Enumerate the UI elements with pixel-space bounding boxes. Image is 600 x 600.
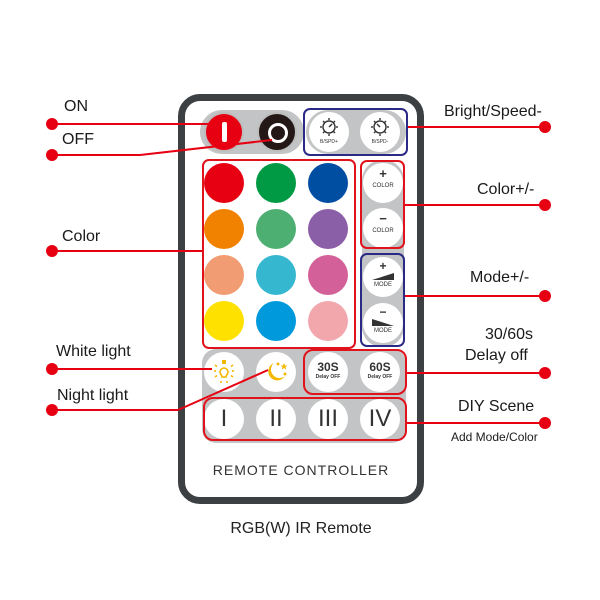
on-button[interactable] <box>204 112 244 152</box>
mode-up-label: MODE <box>374 282 392 288</box>
delay-60s-button[interactable]: 60S Delay OFF <box>360 352 400 392</box>
delay-30s-time: 30S <box>317 360 339 374</box>
power-on-glyph <box>222 122 227 142</box>
color-grid-frame <box>202 159 356 349</box>
color-up-button[interactable]: + COLOR <box>363 163 403 203</box>
bright-speed-frame <box>303 108 408 156</box>
callout-dot-white-light <box>46 363 58 375</box>
color-button-4[interactable] <box>204 209 244 249</box>
callout-on: ON <box>64 98 88 115</box>
mode-down-sign: − <box>379 305 387 319</box>
bright-speed-up-label: B/SPD+ <box>320 139 338 145</box>
gauge-gear-icon <box>371 118 389 136</box>
callout-dot-night-light <box>46 404 58 416</box>
bright-speed-down-button[interactable]: B/SPD- <box>360 112 400 152</box>
callout-bright-speed: Bright/Speed- <box>444 103 542 120</box>
color-button-9[interactable] <box>308 255 348 295</box>
color-button-11[interactable] <box>256 301 296 341</box>
color-button-1[interactable] <box>204 163 244 203</box>
callout-dot-diy <box>539 417 551 429</box>
color-button-12[interactable] <box>308 301 348 341</box>
color-button-3[interactable] <box>308 163 348 203</box>
callout-dot-color <box>46 245 58 257</box>
bright-speed-up-button[interactable]: B/SPD+ <box>309 112 349 152</box>
color-button-2[interactable] <box>256 163 296 203</box>
callout-color: Color <box>62 228 101 245</box>
callout-diy-line1: DIY Scene <box>458 398 535 415</box>
ramp-down-icon <box>372 319 394 326</box>
color-button-7[interactable] <box>204 255 244 295</box>
callout-delay-line1: 30/60s <box>485 326 534 343</box>
color-down-sign: − <box>379 211 387 226</box>
callout-color-pm: Color+/- <box>477 181 535 198</box>
color-up-label: COLOR <box>372 183 394 189</box>
remote-footer-label: REMOTE CONTROLLER <box>212 462 390 478</box>
diy-scene-4-button[interactable]: IV <box>360 399 400 439</box>
callout-mode-pm: Mode+/- <box>470 269 530 286</box>
delay-30s-button[interactable]: 30S Delay OFF <box>308 352 348 392</box>
delay-60s-time: 60S <box>369 360 391 374</box>
mode-down-label: MODE <box>374 328 392 334</box>
moon-stars-icon <box>268 362 288 381</box>
callout-dot-bright-speed <box>539 121 551 133</box>
diy-scene-2-label: II <box>269 405 283 432</box>
mode-down-button[interactable]: − MODE <box>363 303 403 343</box>
callout-dot-delay <box>539 367 551 379</box>
callout-dot-color-pm <box>539 199 551 211</box>
caption: RGB(W) IR Remote <box>230 520 372 537</box>
gauge-gear-icon <box>320 118 338 136</box>
mode-adjust-frame <box>360 253 405 347</box>
delay-frame <box>303 349 407 395</box>
power-off-glyph <box>268 123 288 143</box>
mode-up-button[interactable]: + MODE <box>363 257 403 297</box>
off-button[interactable] <box>257 112 297 152</box>
callout-delay-line2: Delay off <box>465 347 528 364</box>
diy-scene-4-label: IV <box>368 405 392 432</box>
night-light-button[interactable] <box>256 352 296 392</box>
diy-frame <box>203 397 407 441</box>
light-bulb-icon <box>214 360 234 383</box>
callout-night-light: Night light <box>57 387 129 404</box>
callout-dot-on <box>46 118 58 130</box>
callout-dot-off <box>46 149 58 161</box>
color-adjust-frame <box>360 160 405 249</box>
color-button-10[interactable] <box>204 301 244 341</box>
callout-dot-mode-pm <box>539 290 551 302</box>
delay-30s-label: Delay OFF <box>315 374 341 380</box>
callout-diy-line2: Add Mode/Color <box>451 430 538 444</box>
color-down-label: COLOR <box>372 228 394 234</box>
color-button-8[interactable] <box>256 255 296 295</box>
mode-up-sign: + <box>379 259 387 273</box>
ramp-up-icon <box>372 273 394 280</box>
white-light-button[interactable] <box>204 352 244 392</box>
color-down-button[interactable]: − COLOR <box>363 208 403 248</box>
callout-white-light: White light <box>56 343 131 360</box>
diy-scene-3-button[interactable]: III <box>308 399 348 439</box>
color-button-5[interactable] <box>256 209 296 249</box>
color-button-6[interactable] <box>308 209 348 249</box>
color-up-sign: + <box>379 166 387 181</box>
bright-speed-down-label: B/SPD- <box>371 139 389 145</box>
callout-off: OFF <box>62 131 94 148</box>
diy-scene-3-label: III <box>317 405 338 432</box>
diy-scene-1-label: I <box>220 405 228 432</box>
delay-60s-label: Delay OFF <box>367 374 393 380</box>
